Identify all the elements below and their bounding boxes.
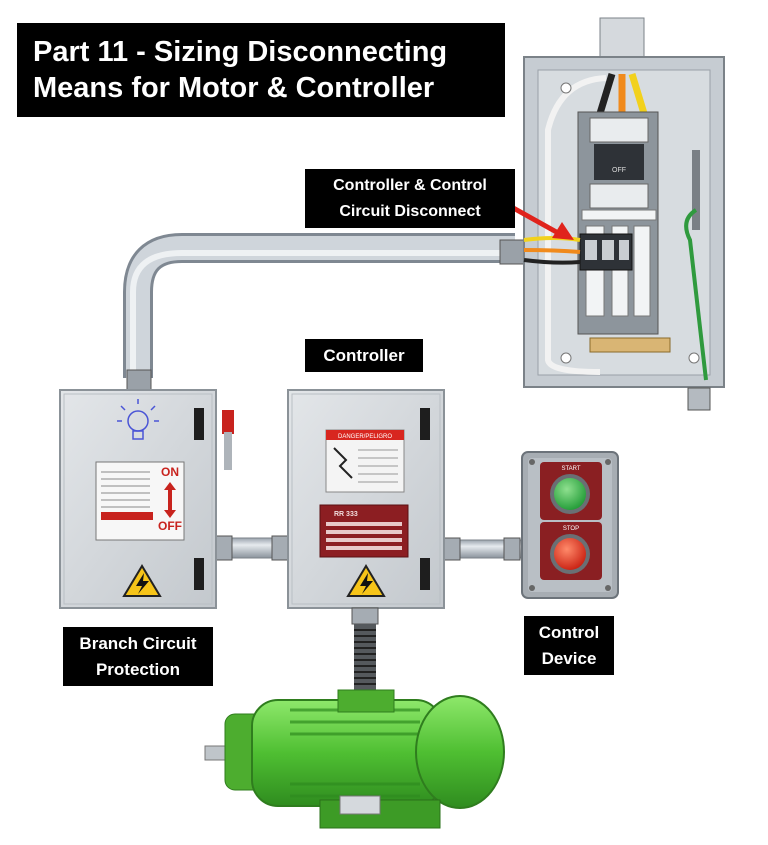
page-title: Part 11 - Sizing Disconnecting Means for…: [17, 23, 505, 117]
ground-bar: [692, 150, 700, 230]
device-label-line-2: Device: [541, 648, 597, 668]
start-label: START: [561, 466, 580, 472]
conduit-branch-controller: [215, 535, 289, 561]
title-line-1: Part 11 - Sizing Disconnecting: [33, 36, 448, 68]
conduit-connector: [499, 239, 525, 265]
ground-wire: [684, 208, 708, 381]
control-device-label: Control Device: [524, 616, 614, 675]
switch-off-label: OFF: [158, 519, 182, 533]
controller-enclosure: DANGER/PELIGRO RR 333: [287, 389, 445, 609]
conduit-connector: [126, 369, 152, 391]
lightbulb-icon: [117, 399, 159, 440]
start-button: [554, 478, 586, 510]
branch-label-line-2: Protection: [95, 659, 181, 679]
disconnect-handle: [222, 410, 234, 434]
switch-on-label: ON: [161, 465, 179, 479]
panel-bottom-connector: [687, 387, 711, 411]
motor-fan-cover: [415, 695, 505, 809]
neutral-bar: [589, 337, 671, 353]
high-voltage-warning-icon: [346, 564, 386, 597]
danger-label-text: DANGER/PELIGRO: [338, 434, 392, 440]
controller-disconnect-line-2: Circuit Disconnect: [339, 202, 481, 220]
motor-nameplate: [339, 795, 381, 815]
branch-circuit-protection-label: Branch Circuit Protection: [63, 627, 213, 686]
branch-circuit-enclosure: ON OFF: [59, 389, 234, 609]
controller-disconnect-label: Controller & Control Circuit Disconnect: [305, 169, 515, 228]
branch-label-line-1: Branch Circuit: [79, 633, 197, 653]
on-off-arrow-icon: [164, 482, 176, 518]
pushbutton-station: START STOP: [521, 451, 619, 599]
conduit-main: [123, 233, 515, 378]
panelboard: OFF: [523, 17, 725, 411]
conduit-controller-device: [441, 537, 523, 561]
stop-label: STOP: [563, 526, 579, 532]
callout-arrow: [506, 202, 574, 240]
stop-button: [554, 538, 586, 570]
controller-label: Controller: [305, 339, 423, 372]
electric-motor: [204, 689, 505, 829]
nameplate-brand: RR 333: [334, 511, 358, 518]
high-voltage-warning-icon: [122, 564, 162, 597]
main-breaker: [594, 144, 644, 180]
controller-label-text: Controller: [323, 345, 405, 365]
flexible-conduit: [351, 607, 379, 694]
title-line-2: Means for Motor & Controller: [33, 72, 435, 104]
controller-disconnect-line-1: Controller & Control: [333, 176, 487, 194]
device-label-line-1: Control: [538, 622, 600, 642]
terminal-box: [337, 689, 395, 713]
breaker-off-label: OFF: [612, 167, 626, 174]
